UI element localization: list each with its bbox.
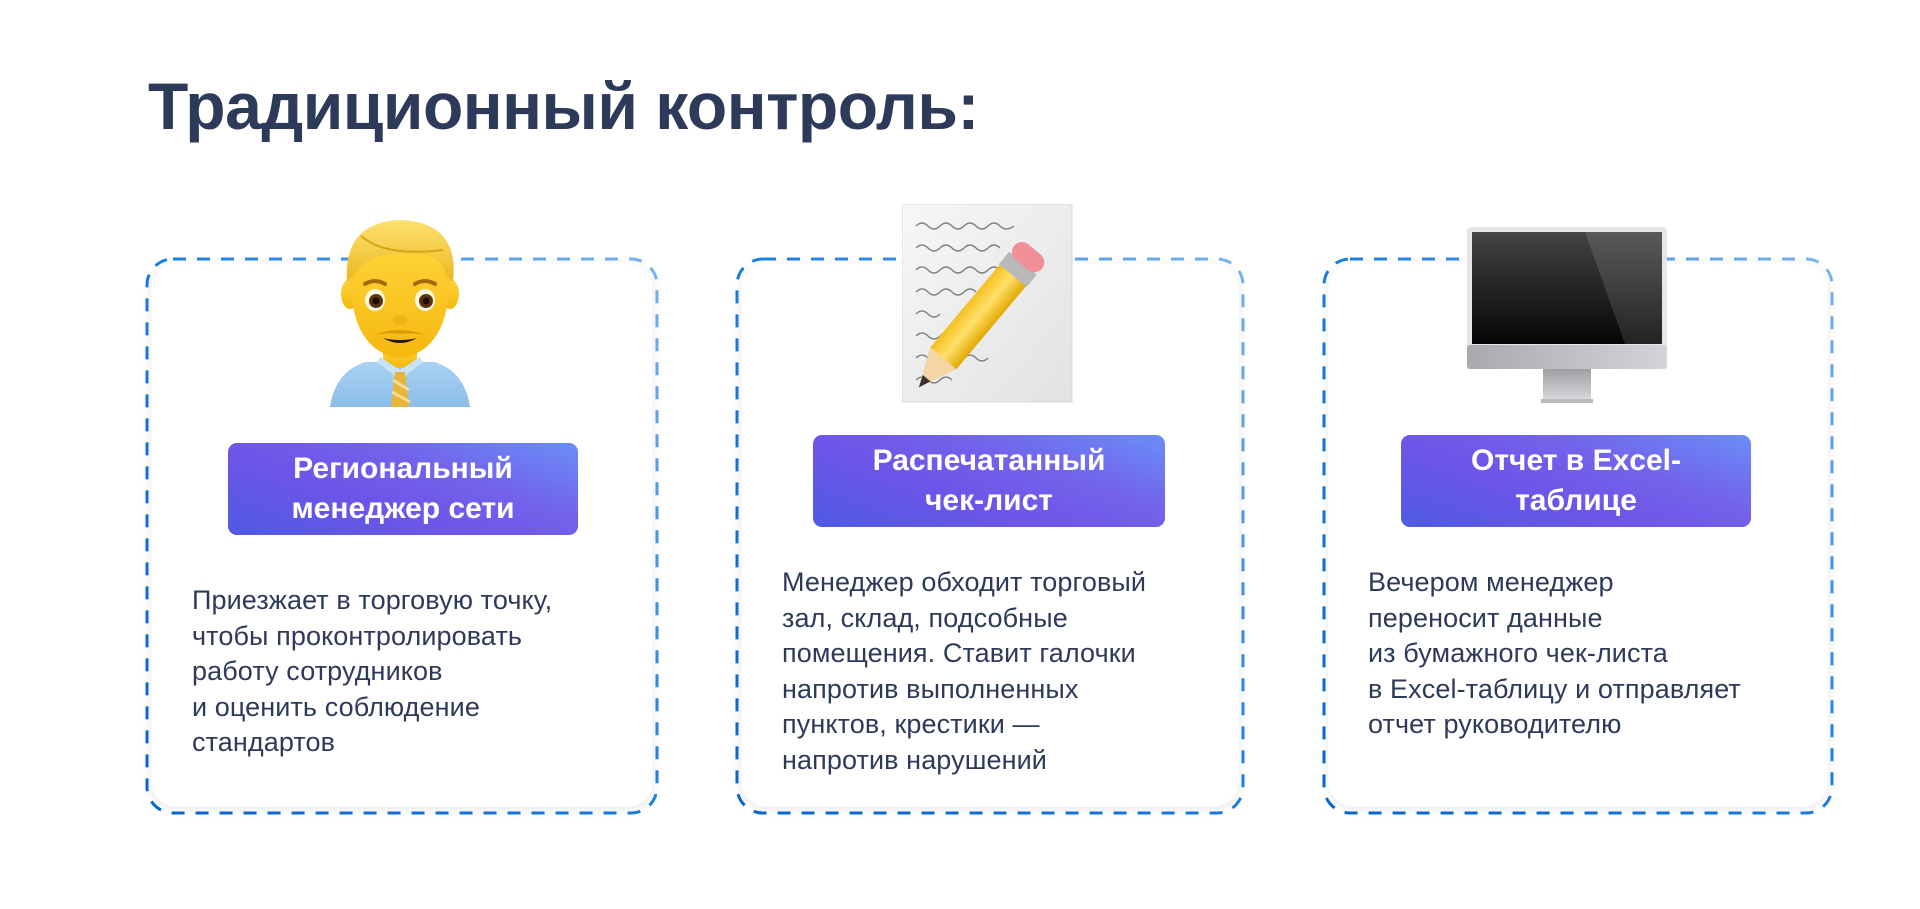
desktop-computer-icon — [1467, 225, 1667, 405]
role-badge: Отчет в Excel- таблице — [1401, 435, 1751, 527]
card-printed-checklist: Распечатанный чек-лист Менеджер обходит … — [735, 203, 1245, 815]
memo-pencil-icon — [901, 203, 1082, 404]
man-office-worker-icon — [325, 212, 475, 407]
card-description: Вечером менеджер переносит данные из бум… — [1368, 567, 1741, 739]
card-description: Менеджер обходит торговый зал, склад, по… — [782, 567, 1147, 775]
page-title: Традиционный контроль: — [148, 69, 979, 143]
card-excel-report: Отчет в Excel- таблице Вечером менеджер … — [1322, 227, 1834, 815]
card-regional-manager: Региональный менеджер сети Приезжает в т… — [145, 220, 659, 815]
role-badge: Региональный менеджер сети — [228, 443, 578, 535]
role-badge: Распечатанный чек-лист — [813, 435, 1165, 527]
card-description: Приезжает в торговую точку, чтобы прокон… — [192, 585, 553, 757]
